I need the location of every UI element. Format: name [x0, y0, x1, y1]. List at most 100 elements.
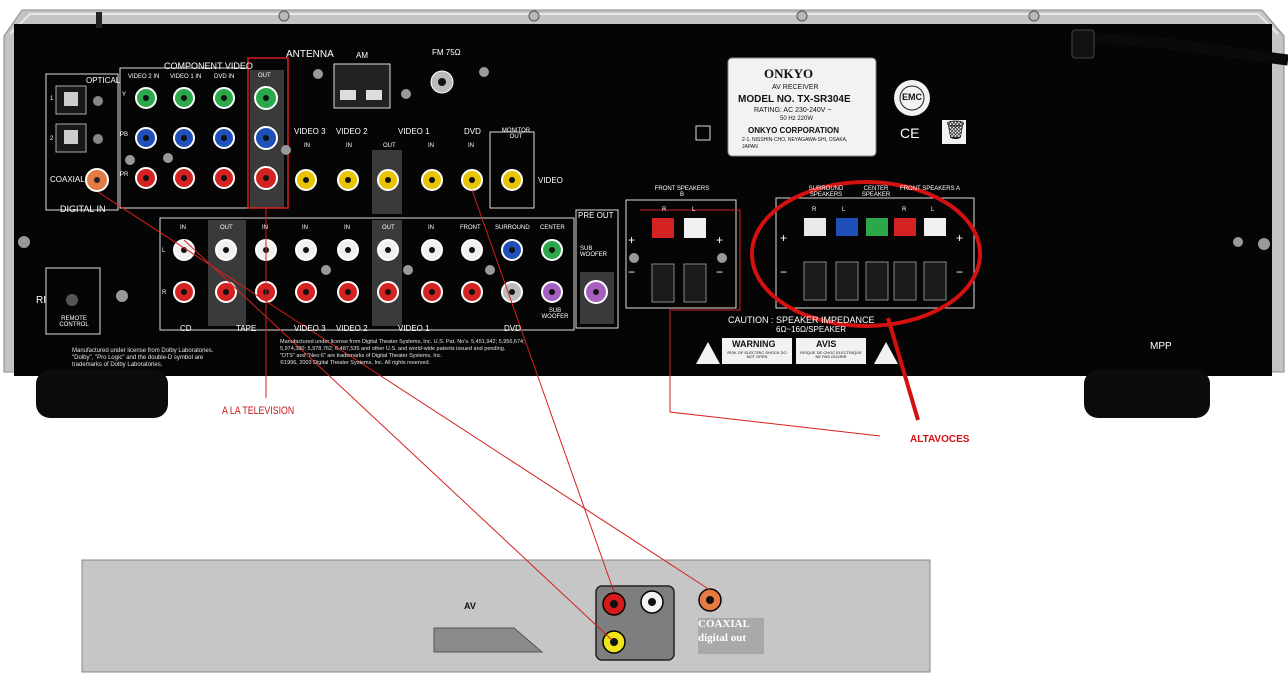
video3-in-label: IN — [304, 143, 310, 149]
spk-b-r-label: R — [662, 207, 667, 213]
component-out-highlight — [247, 57, 289, 209]
caution-label: CAUTION : SPEAKER IMPEDANCE — [728, 315, 875, 325]
speakers-annotation: ALTAVOCES — [910, 434, 970, 445]
ri-label: RI — [36, 295, 46, 306]
remote-control-label: REMOTE CONTROL — [59, 316, 89, 328]
avis-sub-label: RISQUE DE CHOC ELECTRIQUE NE PAS OUVRIR — [800, 350, 862, 359]
video3-label: VIDEO 3 — [294, 127, 326, 136]
front-a-l-label: L — [931, 207, 935, 213]
spk-b-plus-left: + — [628, 233, 636, 247]
spk-b-minus-left: − — [628, 265, 636, 279]
center-speaker-label: CENTER SPEAKER — [861, 186, 891, 198]
dvd-in-label: DVD IN — [214, 74, 235, 80]
power-cord — [1079, 32, 1288, 66]
spk-b-plus-right: + — [716, 233, 724, 247]
model-label: MODEL NO. TX-SR304E — [738, 94, 851, 105]
video1-in-label: VIDEO 1 IN — [170, 74, 202, 80]
brand-label: ONKYO — [764, 66, 814, 81]
am-label: AM — [356, 51, 368, 60]
tape-out-label: OUT — [220, 225, 233, 231]
dts-note-1: Manufactured under license from Digital … — [280, 339, 525, 345]
ce-mark: CE — [900, 125, 920, 141]
optical-1-label: 1 — [50, 96, 54, 102]
video2-in-label-b: IN — [346, 143, 352, 149]
audio-r-label: R — [162, 290, 167, 296]
audio-video3-in-label: IN — [302, 225, 308, 231]
country-label: JAPAN — [742, 144, 758, 150]
front-audio-label: FRONT — [460, 225, 481, 231]
spk-a-plus-left: + — [780, 231, 788, 245]
foot-right — [1084, 370, 1210, 418]
video1-audio-label: VIDEO 1 — [398, 324, 430, 333]
video1-out-label: OUT — [383, 143, 396, 149]
dvd-in-label-b: IN — [468, 143, 474, 149]
surr-l-label: L — [842, 207, 846, 213]
emc-label: EMC — [902, 92, 922, 102]
corp-label: ONKYO CORPORATION — [748, 126, 839, 135]
cd-in-label: IN — [180, 225, 186, 231]
video3-audio-label: VIDEO 3 — [294, 324, 326, 333]
spk-a-minus-right: − — [956, 265, 964, 279]
dts-note-2: 5,974,380; 5,978,762; 6,487,535 and othe… — [280, 346, 506, 352]
player-coaxial-label: COAXIAL — [698, 618, 750, 630]
player-digital-out-label: digital out — [698, 632, 746, 644]
monitor-out-label: MONITOR OUT — [501, 128, 531, 140]
front-a-r-label: R — [902, 207, 907, 213]
dvd-label: DVD — [464, 127, 481, 136]
coaxial-wire — [97, 191, 711, 591]
component-jacks — [135, 87, 235, 189]
dolby-note-3: trademarks of Dolby Laboratories. — [72, 362, 163, 368]
audio-video1-in-label: IN — [428, 225, 434, 231]
dvd-audio-label: DVD — [504, 324, 521, 333]
digital-in-label: DIGITAL IN — [60, 204, 106, 214]
type-label: AV RECEIVER — [772, 84, 819, 91]
audio-video1-out-label: OUT — [382, 225, 395, 231]
component-video-label: COMPONENT VIDEO — [164, 61, 253, 71]
video1-label: VIDEO 1 — [398, 127, 430, 136]
speaker-highlight-ellipse — [750, 180, 982, 328]
weee-icon: 🗑 — [944, 120, 967, 140]
component-pr-label: PR — [120, 172, 129, 178]
dts-note-4: ©1996, 2003 Digital Theater Systems, Inc… — [280, 360, 431, 366]
tv-annotation: A LA TELEVISION — [222, 405, 295, 417]
surround-speakers-label: SURROUND SPEAKERS — [808, 186, 844, 198]
optical-2-label: 2 — [50, 136, 54, 142]
component-y-label: Y — [122, 92, 127, 98]
rating2-label: 50 Hz 220W — [780, 116, 814, 122]
rating-label: RATING: AC 230-240V ~ — [754, 107, 832, 114]
antenna-label: ANTENNA — [286, 49, 334, 60]
component-out-label: OUT — [258, 73, 271, 79]
avis-label: AVIS — [816, 339, 837, 349]
pre-out-label: PRE OUT — [578, 211, 614, 220]
warning-sub-label: RISK OF ELECTRIC SHOCK DO NOT OPEN — [727, 350, 787, 359]
surr-r-label: R — [812, 207, 817, 213]
audio-video2-in-label: IN — [344, 225, 350, 231]
audio-jacks — [173, 239, 563, 303]
tape-label: TAPE — [236, 324, 257, 333]
player-av-label: AV — [464, 601, 476, 611]
impedance-label: 6Ω~16Ω/SPEAKER — [776, 325, 846, 334]
spk-b-minus-right: − — [716, 265, 724, 279]
video-label: VIDEO — [538, 176, 563, 185]
spk-a-minus-left: − — [780, 265, 788, 279]
front-speakers-a-label: FRONT SPEAKERS A — [900, 186, 960, 192]
spk-b-l-label: L — [692, 207, 696, 213]
mpp-label: MPP — [1150, 341, 1172, 352]
video2-label: VIDEO 2 — [336, 127, 368, 136]
composite-video-jacks — [295, 150, 523, 214]
front-speakers-b-label: FRONT SPEAKERS B — [654, 186, 710, 198]
tape-in-label: IN — [262, 225, 268, 231]
address-label: 2-1, NISSHIN-CHO, NEYAGAWA-SHI, OSAKA, — [742, 137, 848, 143]
audio-l-label: L — [162, 248, 166, 254]
sub-woofer-audio-label: SUB WOOFER — [541, 308, 569, 320]
spk-a-plus-right: + — [956, 231, 964, 245]
audio-wire — [183, 239, 613, 641]
component-pb-label: PB — [120, 132, 129, 138]
dts-note-3: "DTS" and "Neo:6" are trademarks of Digi… — [280, 353, 443, 359]
coaxial-in-label: COAXIAL — [50, 175, 85, 184]
dolby-note-2: "Dolby", "Pro Logic" and the double-D sy… — [72, 355, 204, 361]
foot-left — [36, 370, 168, 418]
warning-label: WARNING — [732, 339, 776, 349]
